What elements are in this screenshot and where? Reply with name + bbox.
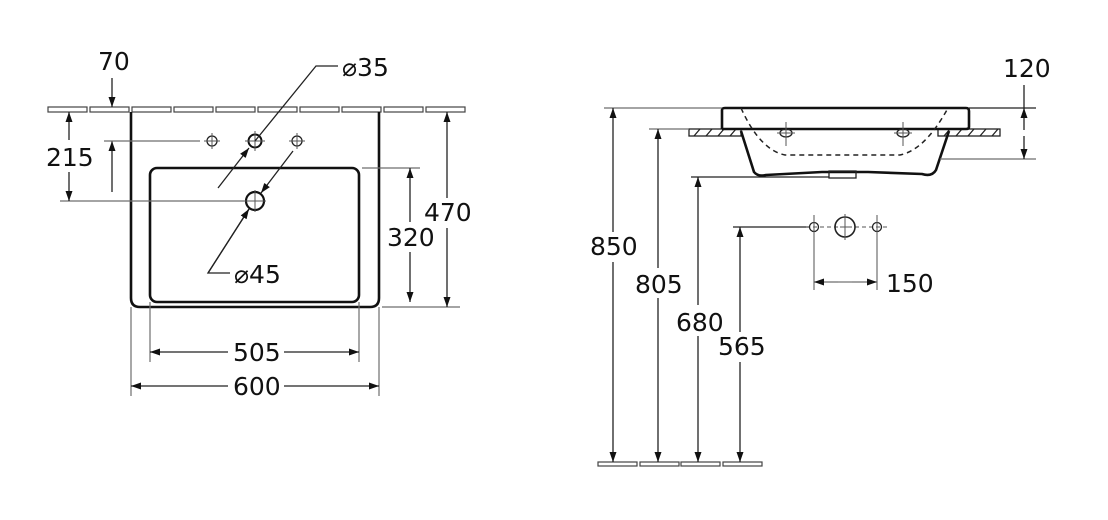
dim-470: 470 xyxy=(424,198,472,227)
dim-dia-35: ⌀35 xyxy=(342,53,389,82)
dim-120: 120 xyxy=(1003,54,1051,83)
basin-body xyxy=(739,130,951,177)
top-view: 70 215 ⌀35 ⌀45 320 470 505 xyxy=(46,47,472,401)
bowl-outline xyxy=(148,166,361,304)
basin-profile xyxy=(720,106,971,131)
dim-70: 70 xyxy=(98,47,130,76)
dim-320: 320 xyxy=(387,223,435,252)
countertop xyxy=(688,128,1001,137)
floor-line xyxy=(597,461,763,467)
dim-dia-45: ⌀45 xyxy=(234,260,281,289)
dim-215: 215 xyxy=(46,143,94,172)
wall-line xyxy=(47,106,466,113)
dim-505: 505 xyxy=(233,338,281,367)
dim-600: 600 xyxy=(233,372,281,401)
dim-565: 565 xyxy=(718,332,766,361)
dim-850: 850 xyxy=(590,232,638,261)
dim-150: 150 xyxy=(886,269,934,298)
dim-680: 680 xyxy=(676,308,724,337)
supply-connections xyxy=(806,214,890,240)
waste-hole xyxy=(244,190,266,212)
tap-holes xyxy=(204,131,305,151)
basin-outline xyxy=(129,112,381,309)
dim-805: 805 xyxy=(635,270,683,299)
side-view: 120 850 805 680 565 xyxy=(590,54,1051,467)
bowl-hidden-line xyxy=(740,107,949,156)
